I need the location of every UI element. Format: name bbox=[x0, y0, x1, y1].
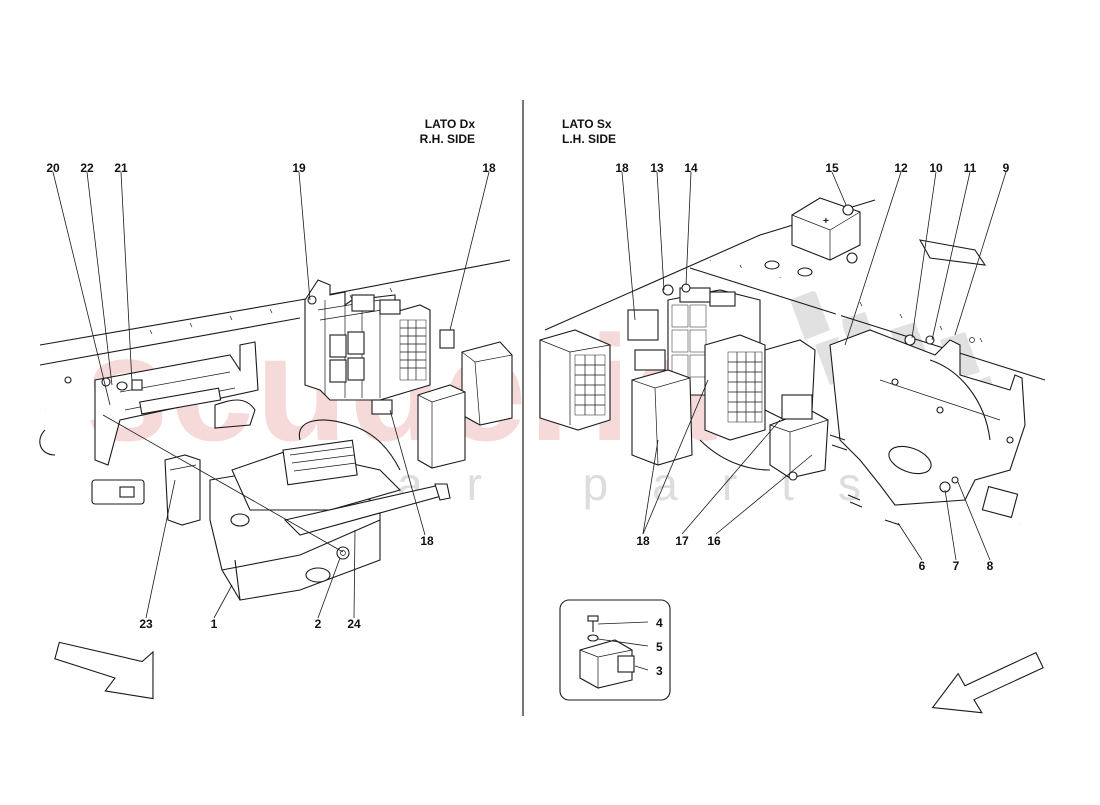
rh-side-title-it: LATO Dx bbox=[425, 117, 476, 131]
callout-17: 17 bbox=[675, 534, 689, 548]
callout-5: 5 bbox=[656, 640, 663, 654]
callout-18-rh-bottom: 18 bbox=[420, 534, 434, 548]
lh-side-title: LATO Sx L.H. SIDE bbox=[562, 117, 616, 146]
fuse-grid-lh-2 bbox=[727, 351, 763, 423]
callout-18-lh-bottom: 18 bbox=[636, 534, 650, 548]
callout-21: 21 bbox=[114, 161, 128, 175]
callout-3: 3 bbox=[656, 664, 663, 678]
callout-22: 22 bbox=[80, 161, 94, 175]
lh-side-title-en: L.H. SIDE bbox=[562, 132, 616, 146]
callout-labels: 20 22 21 19 18 23 1 2 24 18 18 13 14 15 … bbox=[46, 161, 1009, 678]
lh-side-drawing: + bbox=[539, 171, 1046, 714]
callout-2: 2 bbox=[315, 617, 322, 631]
callout-18-rh-top: 18 bbox=[482, 161, 496, 175]
rh-side-title-en: R.H. SIDE bbox=[420, 132, 475, 146]
callout-9: 9 bbox=[1003, 161, 1010, 175]
fuse-grid-lh-1 bbox=[671, 304, 707, 378]
callout-10: 10 bbox=[929, 161, 943, 175]
callout-11: 11 bbox=[964, 161, 977, 175]
inset-detail-box bbox=[559, 599, 671, 701]
callout-13: 13 bbox=[650, 161, 664, 175]
callout-4: 4 bbox=[656, 616, 663, 630]
callout-7: 7 bbox=[953, 559, 960, 573]
callout-20: 20 bbox=[46, 161, 60, 175]
lh-side-title-it: LATO Sx bbox=[562, 117, 612, 131]
callout-23: 23 bbox=[139, 617, 153, 631]
rh-side-title: LATO Dx R.H. SIDE bbox=[420, 117, 476, 146]
callout-19: 19 bbox=[292, 161, 306, 175]
callout-14: 14 bbox=[684, 161, 698, 175]
callout-8: 8 bbox=[987, 559, 994, 573]
callout-1: 1 bbox=[211, 617, 218, 631]
rh-side-drawing bbox=[39, 171, 513, 700]
fuse-grid-rh bbox=[399, 319, 427, 381]
svg-text:+: + bbox=[823, 216, 829, 227]
callout-18-lh-top: 18 bbox=[615, 161, 629, 175]
callout-24: 24 bbox=[347, 617, 361, 631]
callout-15: 15 bbox=[825, 161, 839, 175]
relay-grid-lh bbox=[574, 354, 606, 416]
callout-12: 12 bbox=[894, 161, 908, 175]
callout-16: 16 bbox=[707, 534, 721, 548]
callout-6: 6 bbox=[919, 559, 926, 573]
